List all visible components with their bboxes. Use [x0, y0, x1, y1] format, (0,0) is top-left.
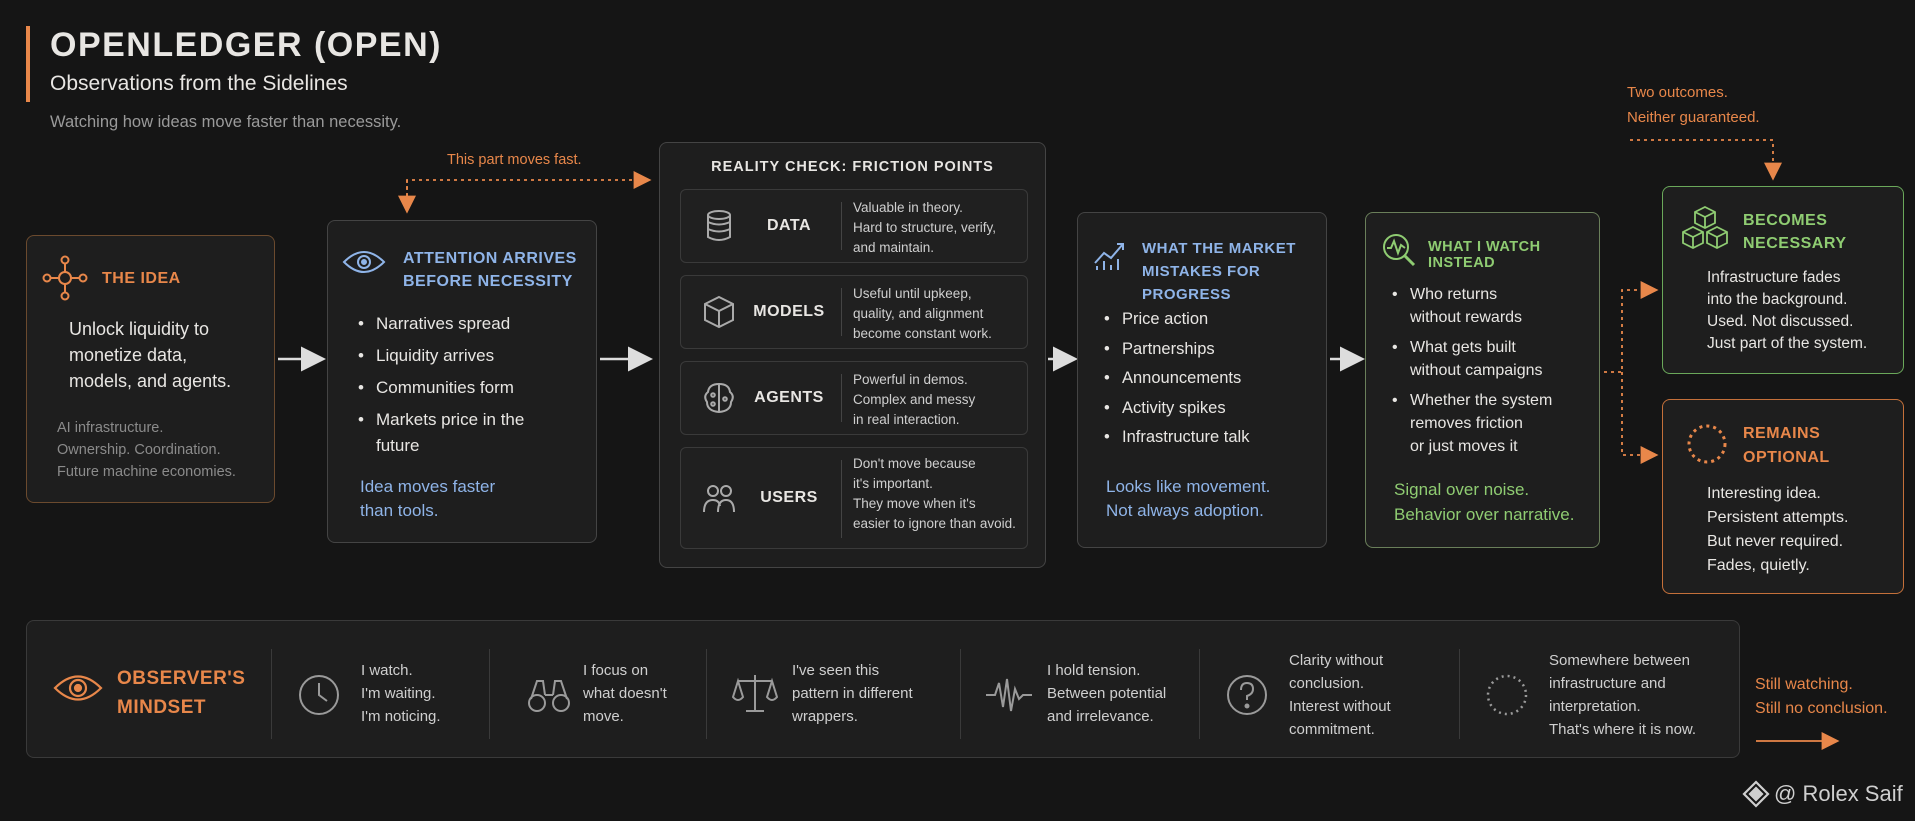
outcomes-annotation: Two outcomes. Neither guaranteed.: [1627, 84, 1760, 126]
watch-card: WHAT I WATCH INSTEAD Who returnswithout …: [1365, 212, 1600, 548]
clock-icon: [297, 673, 341, 717]
list-item: Narratives spread: [354, 311, 574, 337]
idea-body: Unlock liquidity to monetize data, model…: [69, 319, 232, 391]
diamond-logo-icon: [1742, 780, 1770, 808]
binoculars-icon: [527, 677, 571, 713]
closing-text: Still watching. Still no conclusion.: [1755, 676, 1888, 717]
friction-point-models: MODELS Useful until upkeep, quality, and…: [680, 275, 1028, 349]
cube-icon: [701, 294, 737, 330]
necessary-title: BECOMES NECESSARY: [1743, 212, 1847, 252]
question-icon: [1225, 673, 1269, 717]
attention-card: ATTENTION ARRIVES BEFORE NECESSITY Narra…: [327, 220, 597, 543]
attention-annotation: This part moves fast.: [447, 152, 582, 168]
eye-icon: [342, 247, 386, 277]
friction-point-data: DATA Valuable in theory. Hard to structu…: [680, 189, 1028, 263]
eye-icon: [53, 671, 103, 705]
optional-card: REMAINS OPTIONAL Interesting idea. Persi…: [1662, 399, 1904, 594]
magnifier-pulse-icon: [1380, 231, 1418, 269]
attention-list: Narratives spread Liquidity arrives Comm…: [354, 311, 574, 459]
market-footer: Looks like movement. Not always adoption…: [1106, 477, 1271, 520]
dotted-circle-icon: [1685, 422, 1729, 466]
mindset-title: OBSERVER'S MINDSET: [117, 668, 246, 718]
necessary-card: BECOMES NECESSARY Infrastructure fades i…: [1662, 186, 1904, 374]
list-item: Markets price in the future: [354, 407, 526, 459]
mindset-bar: OBSERVER'S MINDSET I watch. I'm waiting.…: [26, 620, 1740, 758]
idea-card: THE IDEA Unlock liquidity to monetize da…: [26, 235, 275, 503]
chart-icon: [1092, 237, 1128, 273]
watch-footer: Signal over noise. Behavior over narrati…: [1394, 480, 1575, 524]
idea-note: AI infrastructure. Ownership. Coordinati…: [57, 420, 236, 480]
arrow-to-optional: [1621, 372, 1659, 464]
list-item: Price action: [1100, 305, 1249, 335]
necessary-body: Infrastructure fades into the background…: [1707, 269, 1868, 352]
page-title: OPENLEDGER (OPEN): [50, 26, 442, 64]
arrow-outcomes-top: [1630, 139, 1782, 181]
list-item: Partnerships: [1100, 335, 1249, 365]
attention-title: ATTENTION ARRIVES BEFORE NECESSITY: [403, 250, 577, 290]
arrow-moves-fast: [406, 171, 652, 210]
network-icon: [41, 254, 89, 302]
list-item: Communities form: [354, 375, 574, 401]
list-item: Activity spikes: [1100, 394, 1249, 424]
arrow-to-necessary: [1604, 281, 1659, 373]
market-card: WHAT THE MARKET MISTAKES FOR PROGRESS Pr…: [1077, 212, 1327, 548]
friction-point-agents: AGENTS Powerful in demos. Complex and me…: [680, 361, 1028, 435]
attention-footer: Idea moves faster than tools.: [360, 477, 496, 520]
users-icon: [701, 480, 737, 516]
page-subtitle: Observations from the Sidelines: [50, 72, 348, 95]
watermark: @ Rolex Saif: [1742, 780, 1903, 808]
optional-body: Interesting idea. Persistent attempts. B…: [1707, 485, 1849, 574]
market-list: Price action Partnerships Announcements …: [1100, 305, 1249, 453]
friction-point-users: USERS Don't move because it's important.…: [680, 447, 1028, 549]
page-tagline: Watching how ideas move faster than nece…: [50, 113, 402, 131]
market-title: WHAT THE MARKET MISTAKES FOR PROGRESS: [1142, 240, 1296, 303]
idea-title: THE IDEA: [102, 270, 181, 287]
reality-check-card: REALITY CHECK: FRICTION POINTS DATA Valu…: [659, 142, 1046, 568]
brain-icon: [701, 380, 737, 416]
database-icon: [701, 208, 737, 244]
optional-title: REMAINS OPTIONAL: [1743, 425, 1830, 466]
pulse-icon: [985, 675, 1033, 715]
scales-icon: [732, 671, 778, 715]
watch-title: WHAT I WATCH INSTEAD: [1428, 239, 1541, 271]
list-item: Announcements: [1100, 364, 1249, 394]
list-item: Liquidity arrives: [354, 343, 574, 369]
reality-check-title: REALITY CHECK: FRICTION POINTS: [711, 159, 994, 175]
list-item: Infrastructure talk: [1100, 423, 1249, 453]
dotted-ring-icon: [1485, 673, 1529, 717]
header-accent-bar: [26, 26, 30, 102]
cubes-icon: [1681, 205, 1729, 251]
